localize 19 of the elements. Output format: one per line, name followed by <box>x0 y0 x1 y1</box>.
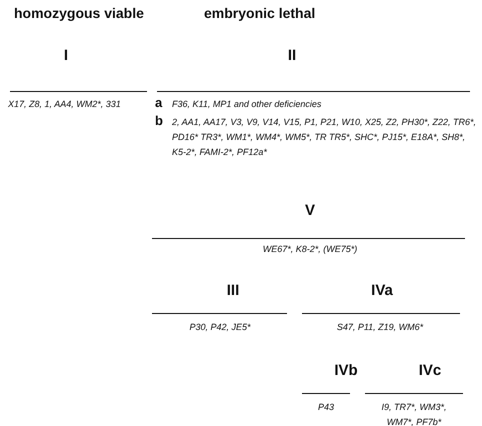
group-numeral: I <box>62 48 70 63</box>
group-numeral: II <box>286 48 298 63</box>
allele-list: 2, AA1, AA17, V3, V9, V14, V15, P1, P21, W10, X25, Z2, PH30*, Z22, TR6*, PD16* TR3*, WM1*, WM4*, WM5*, TR TR5*, SHC*, PJ15*, E18A*, SH8*, K5-2*, FAMI-2*, PF12a* <box>172 115 480 160</box>
group-numeral: IVb <box>333 363 359 378</box>
group-heading: embryonic lethal <box>204 6 316 21</box>
allele-list: F36, K11, MP1 and other deficiencies <box>172 97 322 112</box>
allele-list: S47, P11, Z19, WM6* <box>310 320 450 335</box>
allele-list: WE67*, K8-2*, (WE75*) <box>210 242 410 257</box>
group-numeral: III <box>226 283 240 298</box>
group-numeral: V <box>304 203 316 218</box>
group-numeral: IVc <box>418 363 442 378</box>
group-numeral: IVa <box>370 283 394 298</box>
allele-list: X17, Z8, 1, AA4, WM2*, 331 <box>8 97 121 112</box>
subgroup-letter: a <box>155 95 162 110</box>
group-heading: homozygous viable <box>14 6 144 21</box>
allele-list: I9, TR7*, WM3*, WM7*, PF7b* <box>368 400 460 426</box>
allele-list: P43 <box>296 400 356 415</box>
allele-list: P30, P42, JE5* <box>160 320 280 335</box>
subgroup-letter: b <box>155 113 163 128</box>
